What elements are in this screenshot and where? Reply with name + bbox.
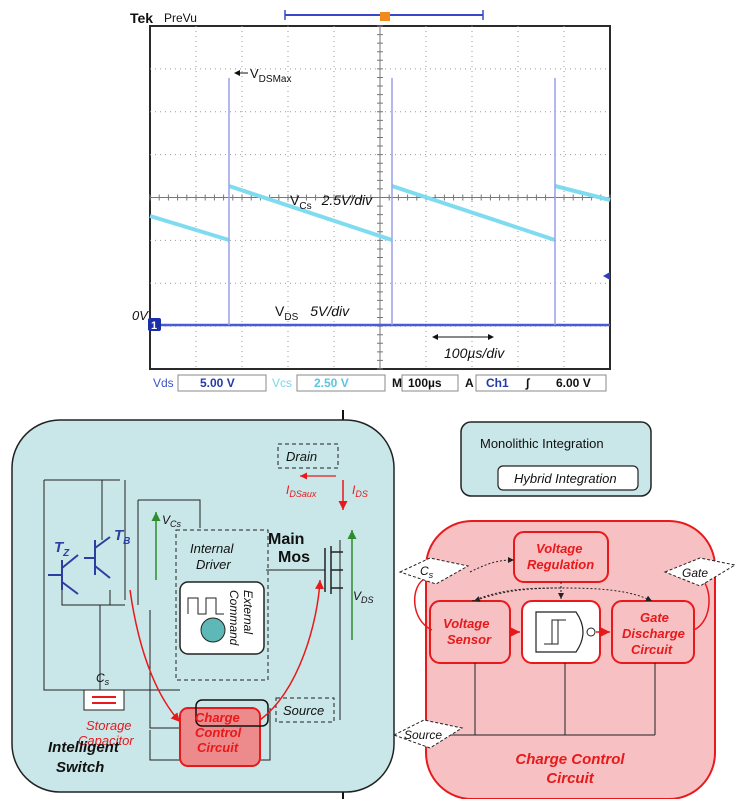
graticule-grid <box>149 25 611 370</box>
vcs-trace-segment <box>391 184 556 242</box>
legend-hybrid-label: Hybrid Integration <box>514 471 617 486</box>
gate-discharge-block <box>611 600 695 664</box>
ch1-ground-marker: 1 <box>148 318 161 332</box>
ids-label: IDS <box>352 483 368 499</box>
source-terminal: Source <box>392 719 464 749</box>
cs-label: Cs <box>96 671 110 687</box>
internal-driver-box <box>175 529 269 681</box>
ch-a-value: 5.00 V <box>200 376 235 390</box>
cs-terminal: Cs <box>398 557 470 585</box>
ch2-level-marker <box>603 272 610 280</box>
waveform-traces <box>149 78 611 327</box>
svg-text:Gate: Gate <box>682 566 708 580</box>
tb-transistor <box>84 536 111 579</box>
drain-label: Drain <box>286 449 317 464</box>
svg-text:100µs/div: 100µs/div <box>444 345 505 361</box>
svg-text:Cs: Cs <box>420 564 434 580</box>
tz-transistor <box>48 554 79 595</box>
trig-level: 6.00 V <box>556 376 591 390</box>
gate-terminal: Gate <box>663 557 735 587</box>
record-view-bar <box>284 10 484 21</box>
source-box <box>275 697 335 723</box>
main-mos-symbol <box>324 546 343 594</box>
ch-b-value: 2.50 V <box>314 376 349 390</box>
storage-capacitor-symbol <box>83 689 125 711</box>
vcs-label: VCs <box>162 513 182 529</box>
scope-brand: Tek <box>130 10 153 26</box>
time-prefix: M <box>392 376 402 390</box>
legend-monolithic-label: Monolithic Integration <box>480 436 604 451</box>
pulse-icon <box>187 597 224 615</box>
vcs-trace-segment <box>228 184 393 242</box>
grid-center-axes <box>149 25 611 370</box>
tz-label: TZ <box>54 539 70 559</box>
trig-slope: ∫ <box>525 376 531 390</box>
vcs-trace-segment <box>554 184 611 202</box>
vds-label: VDS <box>353 589 374 605</box>
ground-wiring <box>446 663 656 736</box>
time-value: 100µs <box>408 376 442 390</box>
time-scale-annotation: 100µs/div <box>432 334 505 361</box>
ch-a-name: Vds <box>153 376 174 390</box>
external-command-box <box>179 581 265 655</box>
scope-mode: PreVu <box>164 11 197 25</box>
scope-status-bar: Vds 5.00 V Vcs 2.50 V M 100µs A Ch1 ∫ 6.… <box>153 374 607 392</box>
drain-box <box>277 443 339 469</box>
vcs-trace-segment <box>149 214 230 242</box>
regulation-supply-lines <box>469 557 653 602</box>
trig-source: Ch1 <box>486 376 509 390</box>
external-command-label: ExternalCommand <box>227 590 255 646</box>
source-label: Source <box>283 703 324 718</box>
tb-label: TB <box>114 527 130 547</box>
legend-hybrid-box <box>497 465 639 491</box>
charge-path-out <box>259 579 325 721</box>
charge-path-in <box>129 589 181 723</box>
idsaux-label: IDSaux <box>286 483 317 499</box>
schmitt-trigger-icon <box>535 611 584 653</box>
trig-prefix: A <box>465 376 474 390</box>
svg-text:1: 1 <box>151 320 157 332</box>
charge-control-block <box>179 707 261 767</box>
svg-text:Source: Source <box>404 728 442 742</box>
vdsmax-annotation: VDSMax <box>234 66 291 85</box>
zero-volt-label: 0V <box>132 308 149 323</box>
ch-b-name: Vcs <box>272 376 292 390</box>
svg-text:VDSMax: VDSMax <box>250 66 291 85</box>
optocoupler-icon <box>200 617 226 643</box>
